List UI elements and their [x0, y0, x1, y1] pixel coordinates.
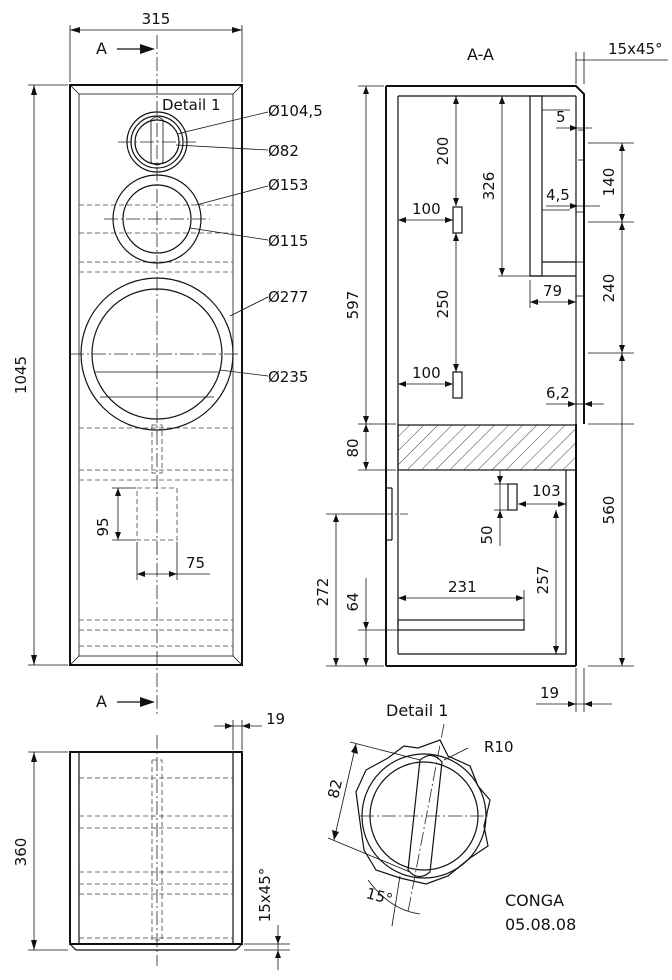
- dim-64-label: 64: [344, 592, 362, 611]
- title-block: CONGA 05.08.08: [505, 891, 576, 934]
- woofer-outer-dia-label: Ø277: [268, 288, 308, 306]
- dim-5-label: 5: [556, 108, 566, 126]
- port-width-75-label: 75: [186, 554, 205, 572]
- section-title: A-A: [467, 45, 494, 64]
- damping-block-upper: [452, 206, 463, 234]
- dim-326-label: 326: [480, 172, 498, 201]
- detail-diameter-label: 82: [324, 778, 346, 801]
- dim-560-label: 560: [600, 496, 618, 525]
- dim-103-label: 103: [532, 482, 561, 500]
- front-view-dimensions: 315 1045 A A Detail 1 Ø104,5 Ø82 Ø153 Ø1…: [12, 10, 323, 711]
- front-inner-outline: [78, 93, 234, 657]
- dim-240-label: 240: [600, 274, 618, 303]
- top-chamfer-label: 15x45°: [256, 868, 274, 923]
- dim-250-label: 250: [434, 290, 452, 319]
- dim-200-label: 200: [434, 137, 452, 166]
- drawing-date: 05.08.08: [505, 915, 576, 934]
- top-view-dimensions: 19 360 15x45°: [12, 710, 290, 970]
- tweeter-inner-dia-label: Ø82: [268, 142, 299, 160]
- chamber-wall: [529, 95, 543, 277]
- detail-angle-label: 15°: [364, 884, 394, 908]
- top-chamfer: [69, 943, 243, 951]
- woofer-inner-dia-label: Ø235: [268, 368, 308, 386]
- detail-callout: Detail 1: [162, 96, 221, 114]
- section-view: A-A: [378, 45, 585, 667]
- dim-100-low-label: 100: [412, 364, 441, 382]
- damping-block-bottom: [507, 483, 518, 511]
- front-outline: [69, 84, 243, 666]
- width-315-label: 315: [142, 10, 171, 28]
- tweeter-notch: [150, 116, 164, 166]
- dim-79-label: 79: [543, 282, 562, 300]
- dim-257-label: 257: [534, 566, 552, 595]
- terminal-outline: [151, 424, 163, 474]
- port-height-95-label: 95: [94, 517, 112, 536]
- top-outline: [69, 751, 243, 945]
- dim-4-5-label: 4,5: [546, 186, 570, 204]
- detail-title: Detail 1: [386, 701, 448, 720]
- dim-597-label: 597: [344, 291, 362, 320]
- hatched-shelf: [397, 424, 577, 471]
- dim-50-label: 50: [478, 525, 496, 544]
- top-thickness-label: 19: [266, 710, 285, 728]
- mid-outer-dia-label: Ø153: [268, 176, 308, 194]
- chamfer-label-section: 15x45°: [608, 40, 663, 58]
- height-1045-label: 1045: [12, 356, 30, 394]
- bottom-shelf: [397, 619, 525, 631]
- dim-231-label: 231: [448, 578, 477, 596]
- detail-radius-label: R10: [484, 738, 514, 756]
- detail-view: Detail 1 R10 82 15°: [324, 701, 514, 927]
- dim-272-label: 272: [314, 578, 332, 607]
- front-view: [69, 35, 244, 715]
- top-view: [69, 735, 243, 966]
- dim-80-label: 80: [344, 438, 362, 457]
- section-marker-top: A: [96, 39, 107, 58]
- detail-broken-outline: [355, 739, 491, 885]
- dim-19-label: 19: [540, 684, 559, 702]
- mid-inner-dia-label: Ø115: [268, 232, 308, 250]
- detail-slot: [407, 754, 443, 878]
- section-marker-bottom: A: [96, 692, 107, 711]
- section-view-dimensions: 15x45° 5 200 326 140 100 4,5 240: [314, 40, 668, 712]
- dim-6-2-label: 6,2: [546, 384, 570, 402]
- dim-100-top-label: 100: [412, 200, 441, 218]
- depth-360-label: 360: [12, 838, 30, 867]
- drawing-name: CONGA: [505, 891, 564, 910]
- tweeter-outer-dia-label: Ø104,5: [268, 102, 323, 120]
- damping-block-lower: [452, 371, 463, 399]
- dim-140-label: 140: [600, 168, 618, 197]
